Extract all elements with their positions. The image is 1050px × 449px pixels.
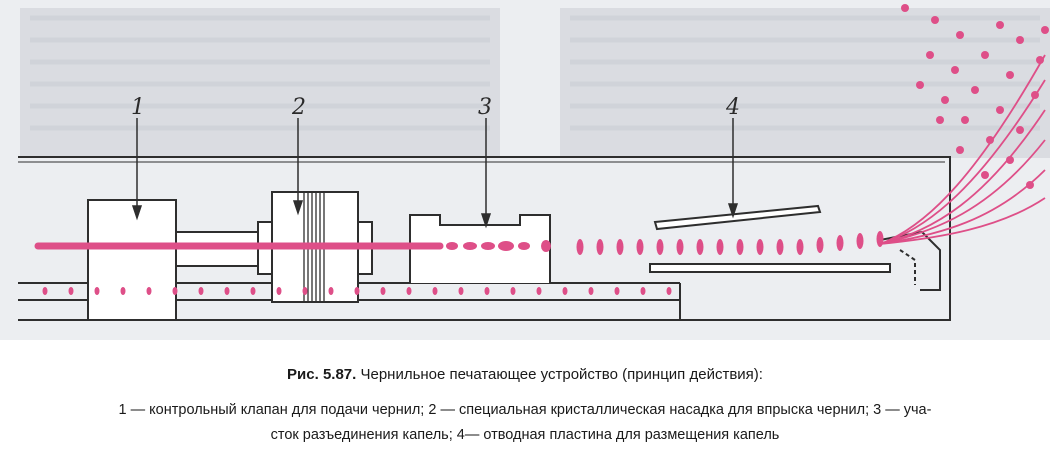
- ink-spray-drop: [926, 51, 934, 59]
- ink-feed-dot: [432, 287, 438, 295]
- ink-stream: [34, 4, 1049, 295]
- ink-drop: [716, 239, 724, 255]
- inkjet-diagram: 1 2 3 4: [0, 0, 1050, 340]
- ink-drop: [856, 233, 864, 249]
- ink-feed-dot: [562, 287, 568, 295]
- ink-feed-dot: [120, 287, 126, 295]
- ink-drop: [736, 239, 744, 255]
- figure-caption-title: Рис. 5.87. Чернильное печатающее устройс…: [0, 366, 1050, 383]
- ink-spray-drop: [981, 171, 989, 179]
- ink-drop: [816, 237, 824, 253]
- control-valve: [87, 199, 177, 321]
- deflected-jet: [879, 197, 1046, 245]
- drop-separation-section: [409, 214, 551, 283]
- ink-spray-drop: [971, 86, 979, 94]
- ink-drop: [616, 239, 624, 255]
- ink-feed-dot: [536, 287, 542, 295]
- background-print-through: [20, 8, 1050, 158]
- label-3: 3: [478, 95, 492, 120]
- ink-drop: [676, 239, 684, 255]
- ink-spray-drop: [951, 66, 959, 74]
- ink-feed-dot: [406, 287, 412, 295]
- ink-drop: [576, 239, 584, 255]
- ink-spray-drop: [1016, 36, 1024, 44]
- ink-spray-drop: [936, 116, 944, 124]
- ink-spray-drop: [1036, 56, 1044, 64]
- deflection-plate: [649, 204, 941, 291]
- ink-feed-dot: [666, 287, 672, 295]
- ink-spray-drop: [916, 81, 924, 89]
- ink-spray-drop: [931, 16, 939, 24]
- label-4: 4: [725, 95, 740, 120]
- ink-feed-dot: [224, 287, 230, 295]
- ink-drop: [756, 239, 764, 255]
- ink-bead: [446, 242, 458, 250]
- deflected-jet: [879, 54, 1046, 245]
- ink-drop: [836, 235, 844, 251]
- ink-bead: [481, 242, 495, 250]
- ink-spray-drop: [1016, 126, 1024, 134]
- ink-feed-dot: [250, 287, 256, 295]
- ink-feed-dot: [198, 287, 204, 295]
- ink-feed-dot: [614, 287, 620, 295]
- ink-feed-dot: [146, 287, 152, 295]
- figure-number: Рис. 5.87.: [287, 366, 357, 383]
- ink-spray-drop: [956, 31, 964, 39]
- ink-spray-drop: [981, 51, 989, 59]
- ink-spray-drop: [941, 96, 949, 104]
- ink-feed-dot: [640, 287, 646, 295]
- figure-legend-line-1: 1 — контрольный клапан для подачи чернил…: [118, 402, 932, 418]
- ink-feed-dot: [42, 287, 48, 295]
- ink-spray-drop: [986, 136, 994, 144]
- ink-drop: [796, 239, 804, 255]
- label-2: 2: [291, 95, 306, 120]
- ink-feed-dot: [68, 287, 74, 295]
- ink-drop: [696, 239, 704, 255]
- deflected-jet: [879, 109, 1046, 245]
- ink-spray-drop: [961, 116, 969, 124]
- ink-spray-drop: [956, 146, 964, 154]
- ink-spray-drop: [1031, 91, 1039, 99]
- ink-feed-dot: [380, 287, 386, 295]
- figure-legend-line-2: сток разъединения капель; 4— отводная пл…: [270, 427, 780, 443]
- ink-spray-drop: [901, 4, 909, 12]
- ink-feed-dot: [302, 287, 308, 295]
- figure-title: Чернильное печатающее устройство (принци…: [360, 366, 763, 383]
- label-1: 1: [131, 95, 145, 120]
- ink-bead: [541, 240, 551, 252]
- ink-bead: [463, 242, 477, 250]
- ink-feed-dot: [172, 287, 178, 295]
- ink-feed-dot: [510, 287, 516, 295]
- ink-drop: [656, 239, 664, 255]
- ink-feed-dot: [328, 287, 334, 295]
- ink-spray-drop: [996, 106, 1004, 114]
- deflected-jet: [879, 139, 1046, 245]
- ink-drop: [596, 239, 604, 255]
- ink-spray-drop: [1026, 181, 1034, 189]
- ink-feed-dot: [276, 287, 282, 295]
- ink-spray-drop: [1006, 71, 1014, 79]
- ink-drop: [636, 239, 644, 255]
- ink-feed-dot: [588, 287, 594, 295]
- callout-labels: [131, 118, 739, 229]
- ink-spray-drop: [1041, 26, 1049, 34]
- deflected-jet: [879, 79, 1046, 245]
- ink-drop: [776, 239, 784, 255]
- ink-spray-drop: [996, 21, 1004, 29]
- ink-feed-dot: [354, 287, 360, 295]
- ink-bead: [498, 241, 514, 251]
- ink-bead: [518, 242, 530, 250]
- ink-feed-dot: [94, 287, 100, 295]
- ink-feed-dot: [484, 287, 490, 295]
- ink-feed-dot: [458, 287, 464, 295]
- ink-spray-drop: [1006, 156, 1014, 164]
